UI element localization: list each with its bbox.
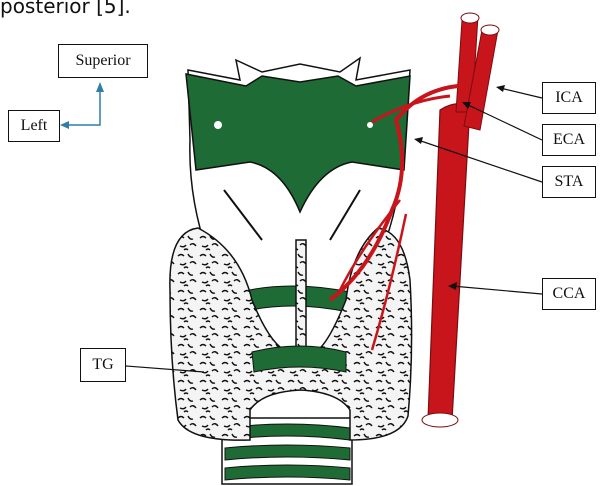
orientation-arrows — [60, 82, 104, 129]
cca-label: CCA — [542, 278, 596, 310]
left-label: Left — [8, 110, 60, 142]
superior-label: Superior — [58, 44, 148, 78]
sta-label: STA — [542, 166, 596, 198]
common-carotid-artery — [428, 104, 470, 423]
eca-label: ECA — [542, 124, 596, 156]
foramen-left — [214, 121, 222, 129]
foramen-right — [367, 122, 373, 128]
ica-label: ICA — [542, 82, 596, 114]
tg-label: TG — [80, 348, 126, 382]
superior-arrowhead — [96, 82, 104, 92]
left-arrowhead — [60, 121, 69, 129]
